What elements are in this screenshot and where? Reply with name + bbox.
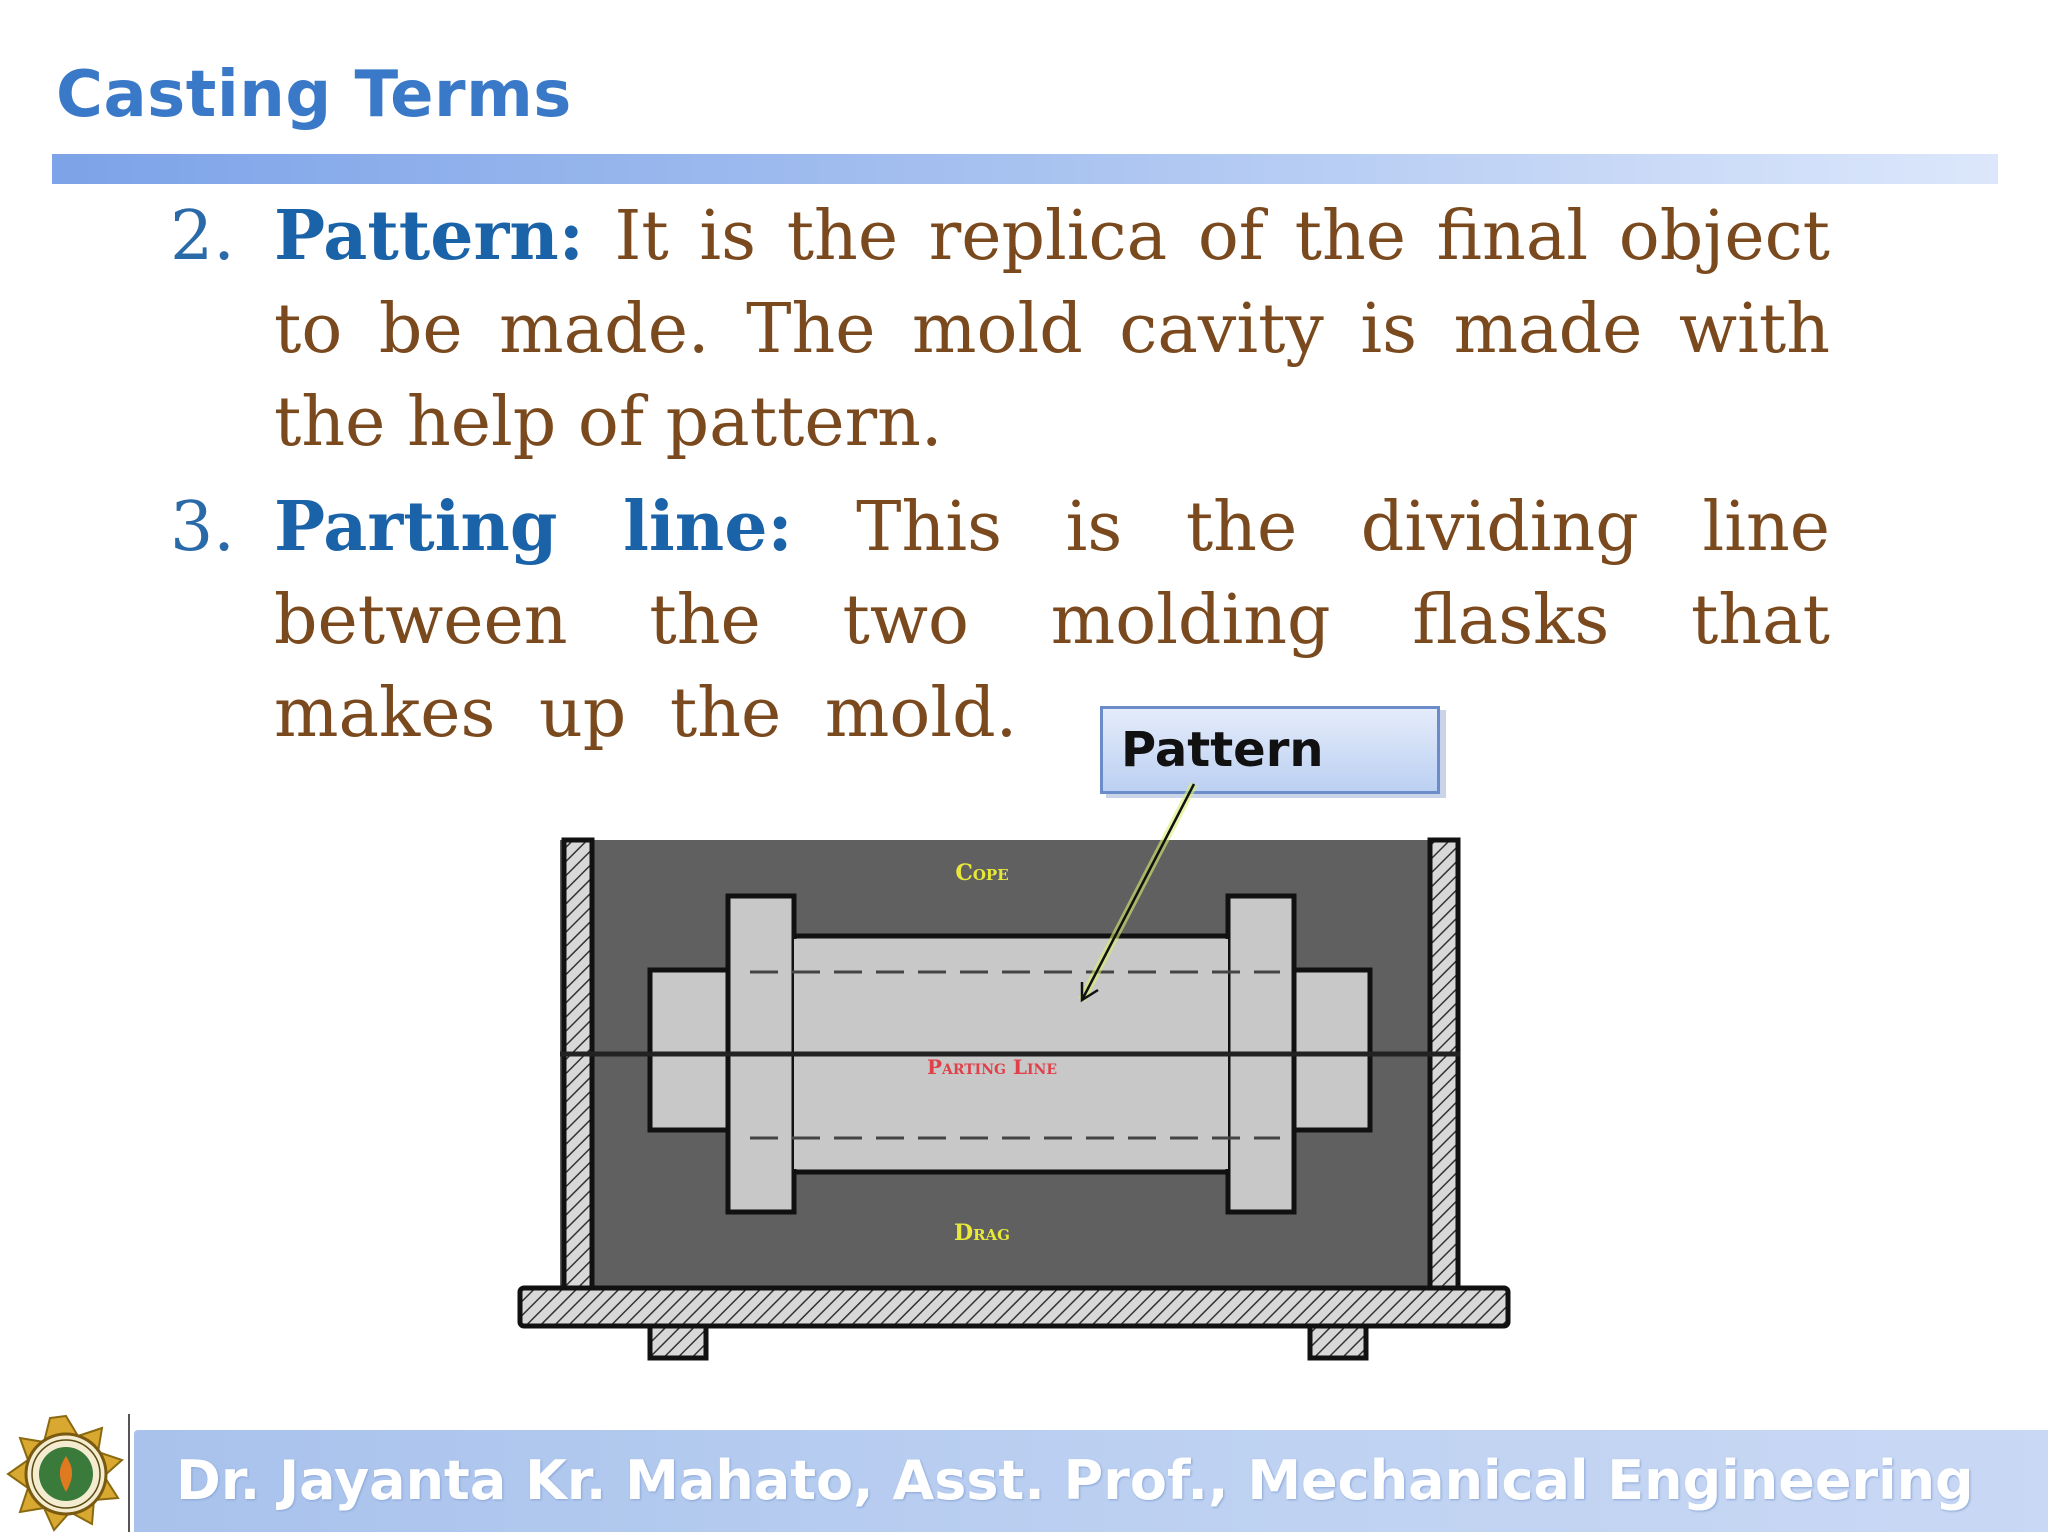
pattern-callout: Pattern (1100, 706, 1440, 794)
callout-arrowhead (1080, 982, 1099, 1003)
parting-line-label: Parting Line (927, 1055, 1057, 1079)
item-number: 3. (170, 488, 235, 567)
footer-divider (128, 1414, 130, 1532)
slide-title: Casting Terms (56, 58, 572, 132)
definition-item-parting-line: 3. Parting line: This is the dividing li… (170, 481, 1830, 760)
core-print-left (647, 967, 733, 1133)
item-term: Pattern: (274, 196, 584, 276)
base-foot-left (647, 1323, 709, 1361)
footer-bar (134, 1430, 2048, 1532)
flask-wall-left (561, 837, 595, 1293)
core-print-right (1287, 967, 1373, 1133)
flask-wall-right (1427, 837, 1461, 1293)
mold-diagram: Cope Parting Line Drag (517, 782, 1511, 1361)
drag-label: Drag (954, 1220, 1010, 1246)
cope-label: Cope (955, 860, 1008, 886)
item-term: Parting line: (274, 487, 793, 567)
bottom-board (517, 1285, 1511, 1329)
university-seal-icon (6, 1414, 124, 1532)
footer-author-text: Dr. Jayanta Kr. Mahato, Asst. Prof., Mec… (176, 1449, 1974, 1512)
item-text: It is the replica of the final object to… (274, 197, 1830, 462)
base-foot-right (1307, 1323, 1369, 1361)
item-text: This is the dividing line between the tw… (274, 488, 1830, 753)
title-underline-bar (52, 154, 1998, 184)
callout-arrow (1080, 783, 1196, 1001)
slide-content: 2. Pattern: It is the replica of the fin… (170, 190, 1830, 772)
definition-item-pattern: 2. Pattern: It is the replica of the fin… (170, 190, 1830, 469)
item-number: 2. (170, 197, 235, 276)
